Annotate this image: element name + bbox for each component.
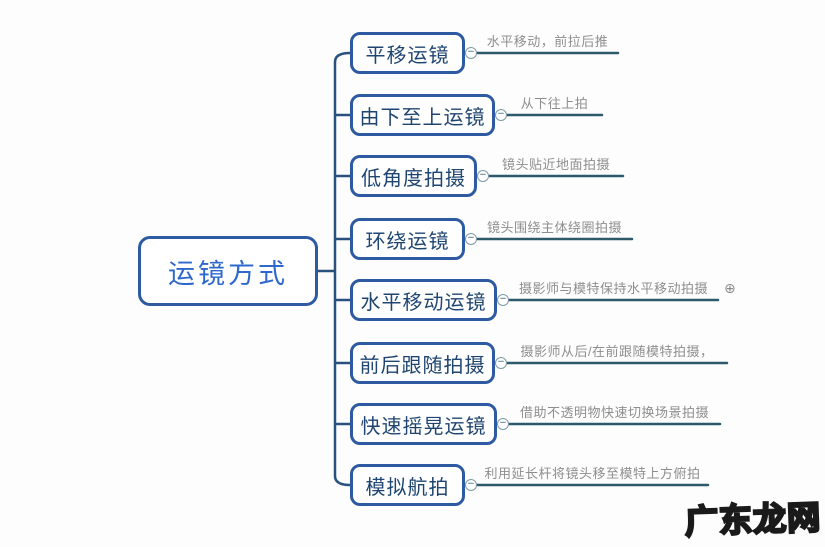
expand-toggle-icon[interactable]: ⊕ — [724, 280, 736, 296]
branch-description[interactable]: 借助不透明物快速切换场景拍摄 — [509, 402, 720, 424]
branch-node-label: 低角度拍摄 — [361, 167, 466, 190]
branch-description-label: 镜头贴近地面拍摄 — [501, 157, 610, 172]
collapse-toggle-icon[interactable]: − — [465, 47, 477, 59]
branch-description[interactable]: 镜头围绕主体绕圈拍摄 — [477, 217, 632, 239]
watermark: 广东龙网 — [683, 497, 823, 541]
branch-node-label: 前后跟随拍摄 — [359, 354, 486, 377]
branch-description-label: 摄影师从后/在前跟随模特拍摄， — [520, 344, 714, 359]
branch-description[interactable]: 从下往上拍 — [507, 93, 602, 115]
collapse-toggle-icon[interactable]: − — [495, 109, 507, 121]
branch-description-label: 摄影师与模特保持水平移动拍摄 — [518, 281, 708, 296]
branch-description[interactable]: 摄影师与模特保持水平移动拍摄 — [509, 278, 718, 300]
central-topic-label: 运镜方式 — [168, 258, 288, 289]
collapse-toggle-icon[interactable]: − — [497, 294, 509, 306]
branch-node[interactable]: 低角度拍摄 — [350, 155, 477, 197]
central-topic-node[interactable]: 运镜方式 — [138, 236, 318, 306]
branch-description[interactable]: 镜头贴近地面拍摄 — [489, 154, 623, 176]
branch-node[interactable]: 平移运镜 — [350, 32, 465, 74]
branch-description-label: 水平移动，前拉后推 — [486, 34, 609, 49]
branch-description[interactable]: 水平移动，前拉后推 — [477, 31, 618, 53]
collapse-toggle-icon[interactable]: − — [465, 479, 477, 491]
branch-description[interactable]: 利用延长杆将镜头移至模特上方俯拍 — [477, 463, 708, 485]
branch-node-label: 平移运镜 — [365, 44, 450, 67]
branch-node-label: 水平移动运镜 — [360, 291, 487, 314]
branch-node[interactable]: 由下至上运镜 — [350, 94, 495, 136]
collapse-toggle-icon[interactable]: − — [477, 170, 489, 182]
branch-node-label: 由下至上运镜 — [359, 106, 486, 129]
collapse-toggle-icon[interactable]: − — [495, 357, 507, 369]
branch-description-label: 利用延长杆将镜头移至模特上方俯拍 — [484, 466, 701, 481]
branch-node[interactable]: 环绕运镜 — [350, 218, 465, 260]
collapse-toggle-icon[interactable]: − — [497, 418, 509, 430]
branch-node[interactable]: 快速摇晃运镜 — [350, 403, 497, 445]
branch-node[interactable]: 水平移动运镜 — [350, 279, 497, 321]
branch-description-label: 借助不透明物快速切换场景拍摄 — [519, 405, 709, 420]
branch-node-label: 环绕运镜 — [365, 230, 450, 253]
branch-node-label: 快速摇晃运镜 — [360, 415, 487, 438]
branch-description[interactable]: 摄影师从后/在前跟随模特拍摄， — [507, 341, 727, 363]
collapse-toggle-icon[interactable]: − — [465, 233, 477, 245]
branch-node-label: 模拟航拍 — [365, 476, 450, 499]
branch-node[interactable]: 模拟航拍 — [350, 464, 465, 506]
branch-description-label: 从下往上拍 — [520, 96, 589, 111]
branch-node[interactable]: 前后跟随拍摄 — [350, 342, 495, 384]
branch-description-label: 镜头围绕主体绕圈拍摄 — [486, 220, 622, 235]
